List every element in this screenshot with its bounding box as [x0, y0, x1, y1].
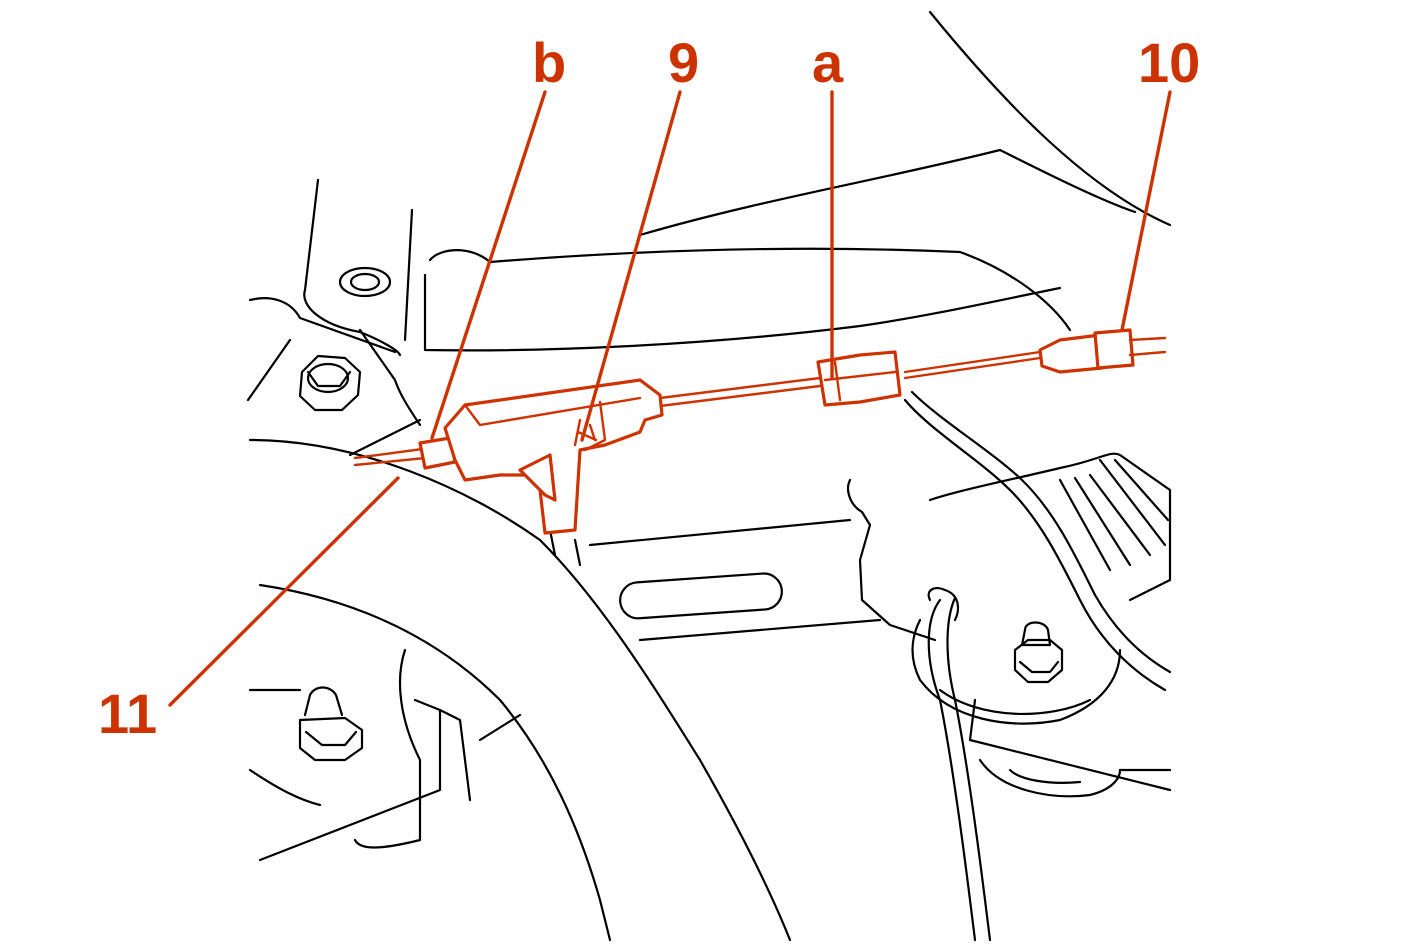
clip-hook	[927, 586, 960, 622]
callout-labels: b 9 a 10 11	[98, 31, 1200, 745]
swingarm-upper-edge	[348, 418, 422, 457]
center-plate-left	[548, 528, 582, 567]
cable-connector	[1038, 333, 1104, 374]
sensor-wire-upper-2	[910, 390, 1172, 674]
speed-sensor-cable	[353, 350, 1042, 460]
upper-fender-outer	[928, 10, 1172, 227]
swingarm-curve-inner	[258, 583, 612, 942]
upper-fender-lower	[423, 273, 1062, 352]
cable-connector-end	[1128, 336, 1167, 357]
callout-10: 10	[1138, 31, 1200, 94]
leader-10	[1120, 90, 1172, 332]
lower-left-plate	[248, 688, 442, 862]
right-bracket-arm	[846, 478, 937, 642]
sensor-wire-lower-2	[946, 596, 992, 942]
right-bolt	[1013, 621, 1064, 684]
right-bracket-body	[928, 452, 1172, 602]
highlighted-cable-assembly	[353, 328, 1167, 535]
cable-clamp-inner	[823, 360, 897, 402]
callout-a: a	[812, 31, 844, 94]
upper-fender-panel	[638, 148, 1137, 237]
right-bracket-lower	[911, 618, 1122, 725]
leader-11	[168, 476, 400, 707]
left-bracket-edge	[403, 208, 414, 342]
lower-right-plate	[968, 738, 1172, 798]
left-bracket-top	[303, 178, 402, 357]
cable-holder	[443, 378, 664, 535]
cable-holder-tab	[518, 453, 557, 502]
left-plate-lower	[246, 328, 422, 427]
callout-b: b	[532, 31, 566, 94]
small-hole-washer	[338, 266, 392, 298]
vehicle-frame-line-art	[246, 10, 1172, 942]
speed-sensor-cable-2	[353, 356, 1042, 467]
lower-left-bolt	[298, 686, 364, 762]
callout-9: 9	[668, 31, 699, 94]
center-plate-top	[588, 518, 852, 547]
right-bracket-lower-inner	[938, 688, 1092, 716]
left-plate	[248, 297, 397, 354]
sensor-wire-upper	[903, 398, 1167, 692]
leader-9	[580, 90, 682, 442]
center-slot	[619, 572, 783, 620]
center-plate-bottom	[638, 618, 882, 642]
swingarm-curve-outer	[248, 438, 792, 942]
small-hole	[349, 272, 381, 292]
upper-fender-edge	[428, 249, 492, 264]
lower-right-plate-edge	[968, 698, 1172, 772]
upper-left-bolt	[298, 354, 362, 412]
leader-b	[430, 90, 547, 440]
right-bracket-ribs	[1058, 458, 1170, 572]
cable-connector-sleeve	[1093, 328, 1135, 370]
callout-11: 11	[98, 682, 157, 745]
lower-left-bracket	[353, 648, 522, 849]
cable-holder-arrow	[576, 423, 598, 442]
sensor-wire-lower	[927, 598, 977, 942]
upper-fender-inner	[488, 247, 1072, 332]
leader-lines	[168, 90, 1172, 707]
